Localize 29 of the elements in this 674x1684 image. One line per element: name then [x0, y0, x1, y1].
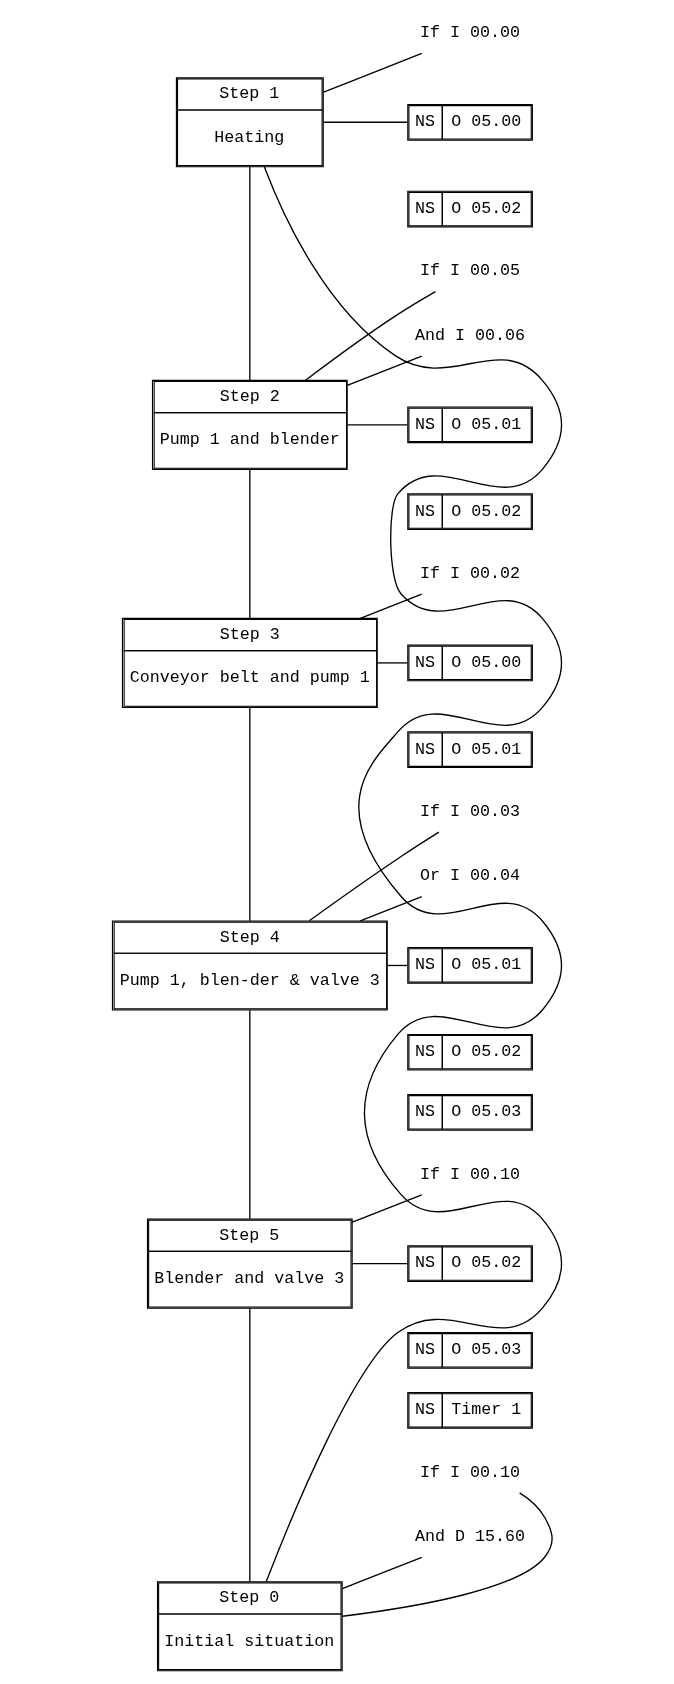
connector — [249, 707, 251, 922]
connector — [376, 662, 409, 664]
node-text: If I 00.03 — [420, 801, 521, 821]
node-text: And I 00.06 — [415, 325, 526, 345]
connector — [359, 593, 423, 619]
connector — [308, 831, 440, 922]
connector — [341, 1492, 553, 1617]
connector — [304, 290, 437, 381]
node-text: If I 00.02 — [420, 563, 521, 583]
connector — [263, 166, 563, 1583]
connector — [346, 424, 408, 426]
connector — [341, 1556, 423, 1590]
connector — [249, 166, 251, 381]
connector — [351, 1262, 409, 1265]
connector — [322, 52, 423, 93]
connector — [249, 469, 251, 619]
connector — [346, 355, 423, 386]
node-text: If I 00.10 — [420, 1164, 521, 1184]
node-text: If I 00.10 — [420, 1462, 521, 1482]
node-text: Or I 00.04 — [420, 866, 521, 886]
node-text: And D 15.60 — [415, 1527, 526, 1547]
node-text: If I 00.00 — [420, 23, 521, 43]
node-text: If I 00.05 — [420, 261, 521, 281]
connector — [386, 964, 409, 967]
connector — [249, 1009, 251, 1220]
connector — [351, 1194, 423, 1223]
connector — [359, 895, 423, 922]
connector — [322, 121, 409, 123]
connector — [249, 1307, 251, 1583]
